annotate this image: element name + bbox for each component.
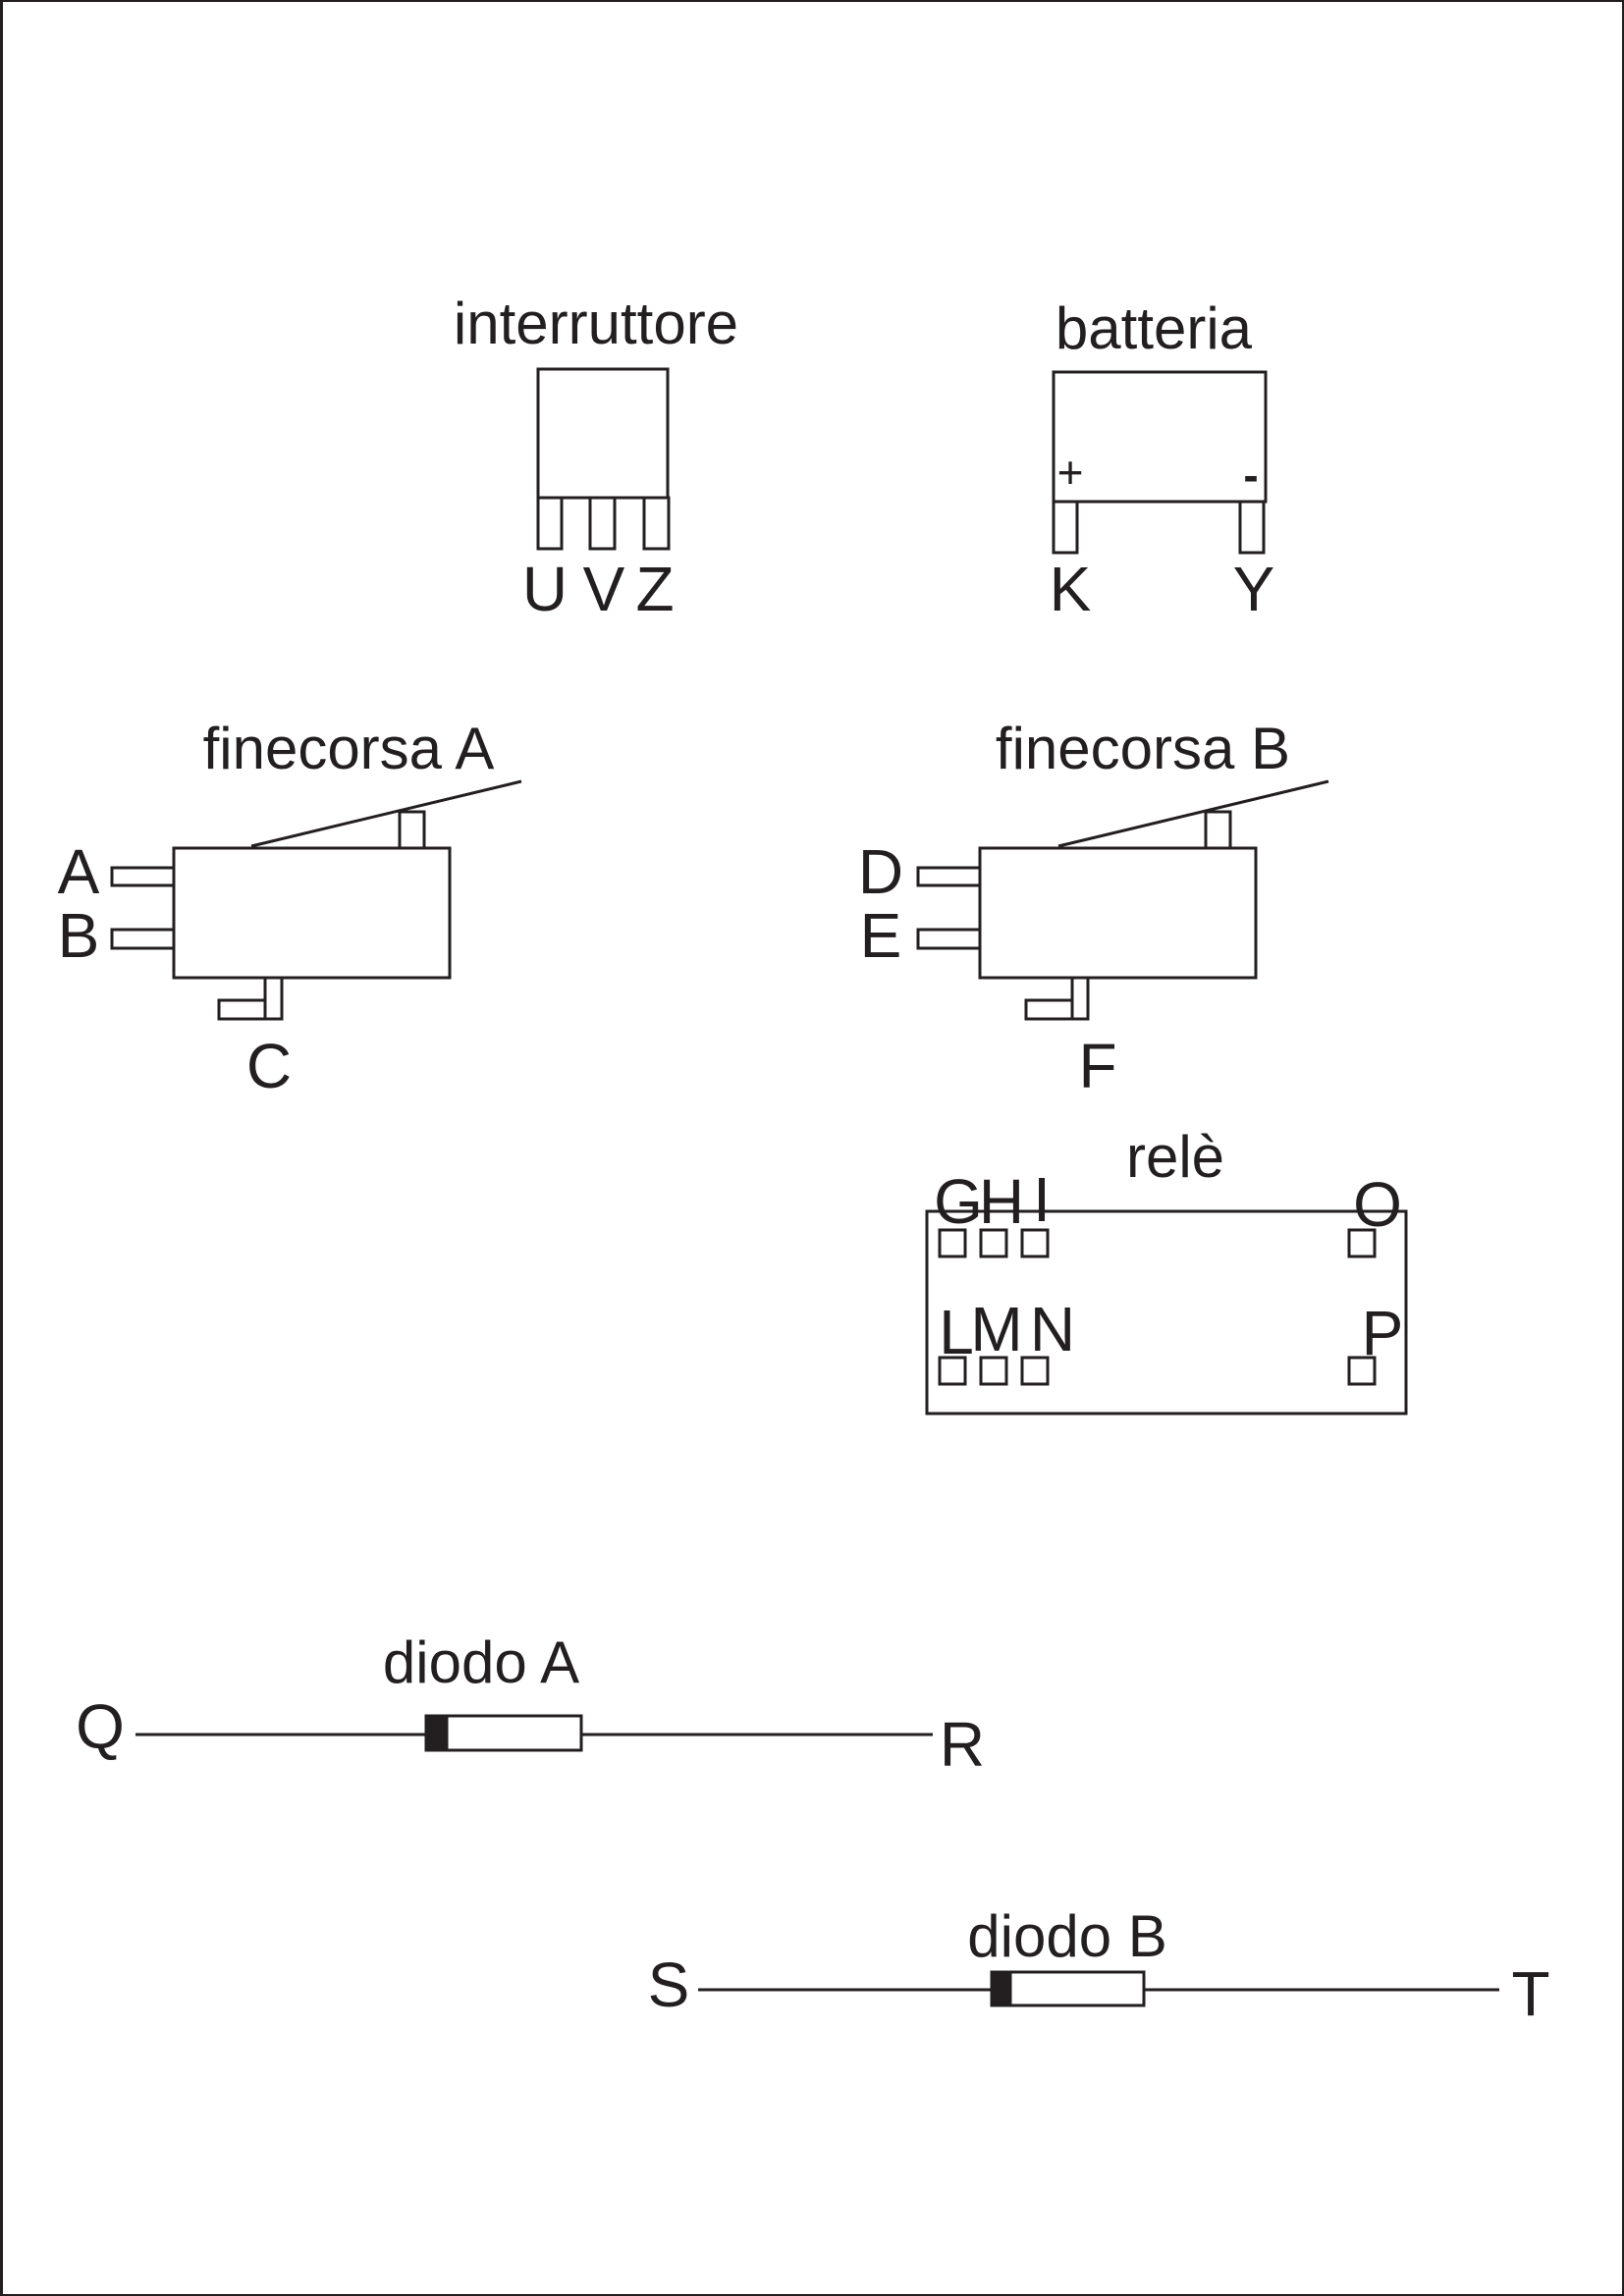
finecorsa-b-pin-d xyxy=(916,866,982,887)
rele-terminal-g xyxy=(938,1228,967,1258)
pin-label-f: F xyxy=(1078,1031,1116,1101)
pin-label-d: D xyxy=(858,836,903,907)
diodo-a-title: diodo A xyxy=(383,1629,579,1695)
pin-label-z: Z xyxy=(635,554,674,624)
rele-terminal-h xyxy=(979,1228,1008,1258)
terminal-label-t: T xyxy=(1511,1958,1549,2029)
finecorsa-a-body xyxy=(172,846,452,980)
diodo-b-title: diodo B xyxy=(967,1903,1167,1969)
pin-label-m: M xyxy=(970,1294,1022,1364)
interruttore-pin-v xyxy=(588,496,617,551)
finecorsa-b-pin-f-foot xyxy=(1024,998,1074,1021)
finecorsa-b-body xyxy=(978,846,1258,980)
rele-terminal-l xyxy=(938,1356,967,1386)
interruttore-body xyxy=(536,367,670,500)
finecorsa-b-pin-e xyxy=(916,928,982,950)
finecorsa-a-component: finecorsa A A B C xyxy=(58,716,522,1101)
pin-label-i: I xyxy=(1033,1164,1051,1235)
rele-component: relè G H I O L M N P xyxy=(925,1124,1408,1415)
pin-label-y: Y xyxy=(1233,554,1275,624)
pin-label-v: V xyxy=(583,554,625,624)
terminal-label-s: S xyxy=(648,1949,690,2020)
rele-title: relè xyxy=(1126,1124,1224,1190)
diodo-a-component: diodo A Q R xyxy=(76,1629,985,1780)
rele-terminal-i xyxy=(1020,1228,1050,1258)
pin-label-c: C xyxy=(246,1031,292,1101)
batteria-plus-sign: + xyxy=(1057,447,1084,498)
diodo-b-cathode-band xyxy=(990,1970,1012,2007)
finecorsa-b-title: finecorsa B xyxy=(996,716,1290,781)
finecorsa-b-component: finecorsa B D E F xyxy=(858,716,1329,1101)
terminal-label-q: Q xyxy=(76,1691,125,1762)
finecorsa-b-actuator xyxy=(1204,810,1232,850)
pin-label-k: K xyxy=(1050,554,1092,624)
finecorsa-a-pin-a xyxy=(110,866,176,887)
pin-label-p: P xyxy=(1362,1298,1404,1368)
finecorsa-a-actuator xyxy=(398,810,426,850)
terminal-label-r: R xyxy=(940,1709,985,1780)
batteria-title: batteria xyxy=(1056,295,1253,361)
finecorsa-a-pin-c-foot xyxy=(217,998,267,1021)
batteria-minus-sign: - xyxy=(1243,450,1258,501)
interruttore-title: interruttore xyxy=(454,291,738,356)
interruttore-pin-u xyxy=(536,496,564,551)
diodo-b-body xyxy=(990,1970,1146,2007)
rele-terminal-m xyxy=(979,1356,1008,1386)
finecorsa-a-pin-c xyxy=(263,976,284,1021)
finecorsa-b-lever xyxy=(1057,779,1329,848)
interruttore-pin-z xyxy=(642,496,671,551)
pin-label-h: H xyxy=(979,1166,1024,1237)
batteria-body xyxy=(1052,370,1268,504)
pin-label-a: A xyxy=(58,836,100,907)
pin-label-l: L xyxy=(939,1297,974,1367)
finecorsa-b-pin-f xyxy=(1070,976,1090,1021)
pin-label-e: E xyxy=(860,900,902,971)
interruttore-component: interruttore U V Z xyxy=(454,291,738,624)
pin-label-b: B xyxy=(58,900,100,971)
finecorsa-a-pin-b xyxy=(110,928,176,950)
batteria-pin-k xyxy=(1052,500,1079,555)
batteria-component: batteria + - K Y xyxy=(1050,295,1275,624)
rele-terminal-n xyxy=(1020,1356,1050,1386)
pin-label-n: N xyxy=(1030,1294,1075,1364)
pin-label-o: O xyxy=(1353,1169,1402,1240)
finecorsa-a-title: finecorsa A xyxy=(203,716,495,781)
rele-terminal-p xyxy=(1347,1356,1377,1386)
finecorsa-a-lever xyxy=(250,779,522,848)
diodo-b-component: diodo B S T xyxy=(648,1903,1550,2029)
pin-label-u: U xyxy=(522,554,568,624)
rele-terminal-o xyxy=(1347,1228,1377,1258)
diodo-a-body xyxy=(424,1714,583,1752)
batteria-pin-y xyxy=(1238,500,1266,555)
pin-label-g: G xyxy=(934,1166,983,1237)
diodo-a-cathode-band xyxy=(424,1714,449,1752)
